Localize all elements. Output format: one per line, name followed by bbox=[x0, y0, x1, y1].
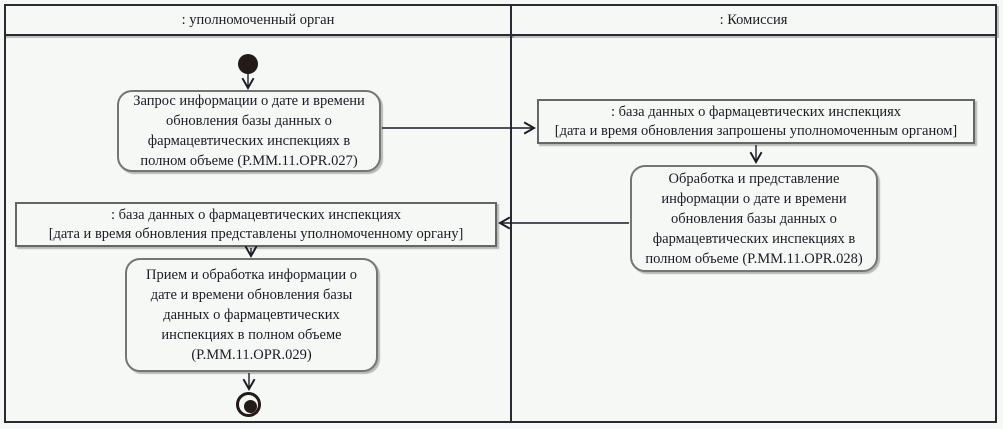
activity-receive-and-process: Прием и обработка информации о дате и вр… bbox=[125, 258, 378, 372]
object-db-provided-state: [дата и время обновления представлены уп… bbox=[48, 225, 464, 242]
object-db-requested-name: : база данных о фармацевтических инспекц… bbox=[610, 104, 902, 121]
object-db-requested: : база данных о фармацевтических инспекц… bbox=[537, 99, 975, 144]
lane-divider bbox=[510, 35, 512, 423]
final-node-inner-dot bbox=[244, 400, 257, 413]
initial-node-icon bbox=[238, 54, 258, 74]
lane-header-authorized-body-label: : уполномоченный орган bbox=[181, 11, 335, 28]
activity-receive-and-process-label: Прием и обработка информации о дате и вр… bbox=[146, 267, 357, 363]
lane-header-commission-label: : Комиссия bbox=[719, 11, 788, 28]
activity-request-info-label: Запрос информации о дате и времени обнов… bbox=[133, 93, 365, 169]
activity-request-info: Запрос информации о дате и времени обнов… bbox=[117, 90, 381, 172]
object-db-provided: : база данных о фармацевтических инспекц… bbox=[15, 202, 497, 247]
object-db-requested-state: [дата и время обновления запрошены уполн… bbox=[554, 122, 958, 139]
activity-process-and-provide: Обработка и представление информации о д… bbox=[630, 165, 878, 272]
activity-process-and-provide-label: Обработка и представление информации о д… bbox=[645, 170, 863, 267]
object-db-provided-name: : база данных о фармацевтических инспекц… bbox=[110, 207, 402, 224]
final-node-icon bbox=[236, 392, 261, 417]
lane-header-commission: : Комиссия bbox=[510, 4, 997, 36]
lane-header-authorized-body: : уполномоченный орган bbox=[4, 4, 512, 36]
